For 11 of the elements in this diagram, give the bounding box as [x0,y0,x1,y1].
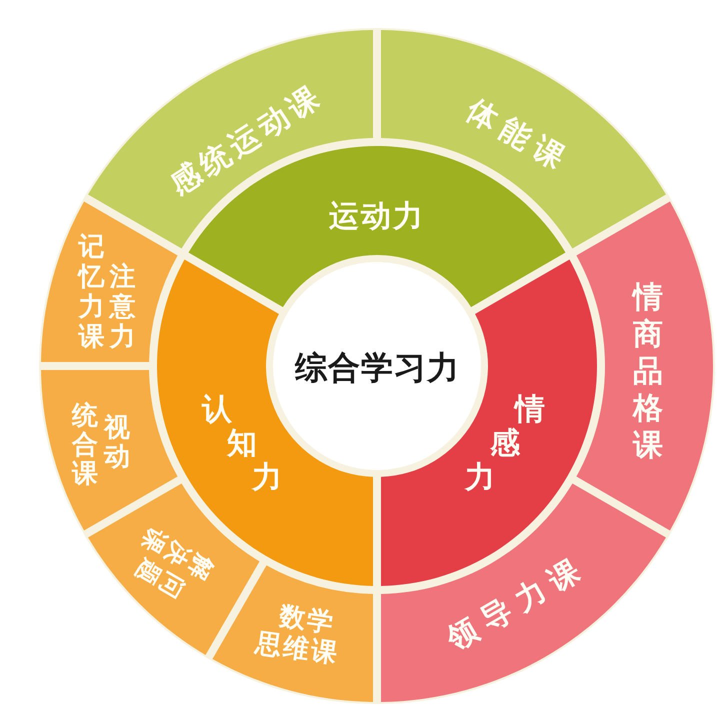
segment-label: 体能课 [460,92,576,180]
center-label: 综合学习力 [294,350,460,386]
segment-label: 情商品格课 [633,283,663,461]
segment-label: 注意力记忆力课 [78,234,136,350]
segment-label: 情感力 [465,395,545,493]
segment-label: 领导力课 [440,550,594,660]
segment-label: 运动力 [328,200,425,234]
segment-label: 问题解决课 [130,524,218,605]
segment-label: 认知力 [202,395,282,493]
segment-label: 感统运动课 [162,78,330,202]
segment-label: 数学思维课 [253,600,342,671]
